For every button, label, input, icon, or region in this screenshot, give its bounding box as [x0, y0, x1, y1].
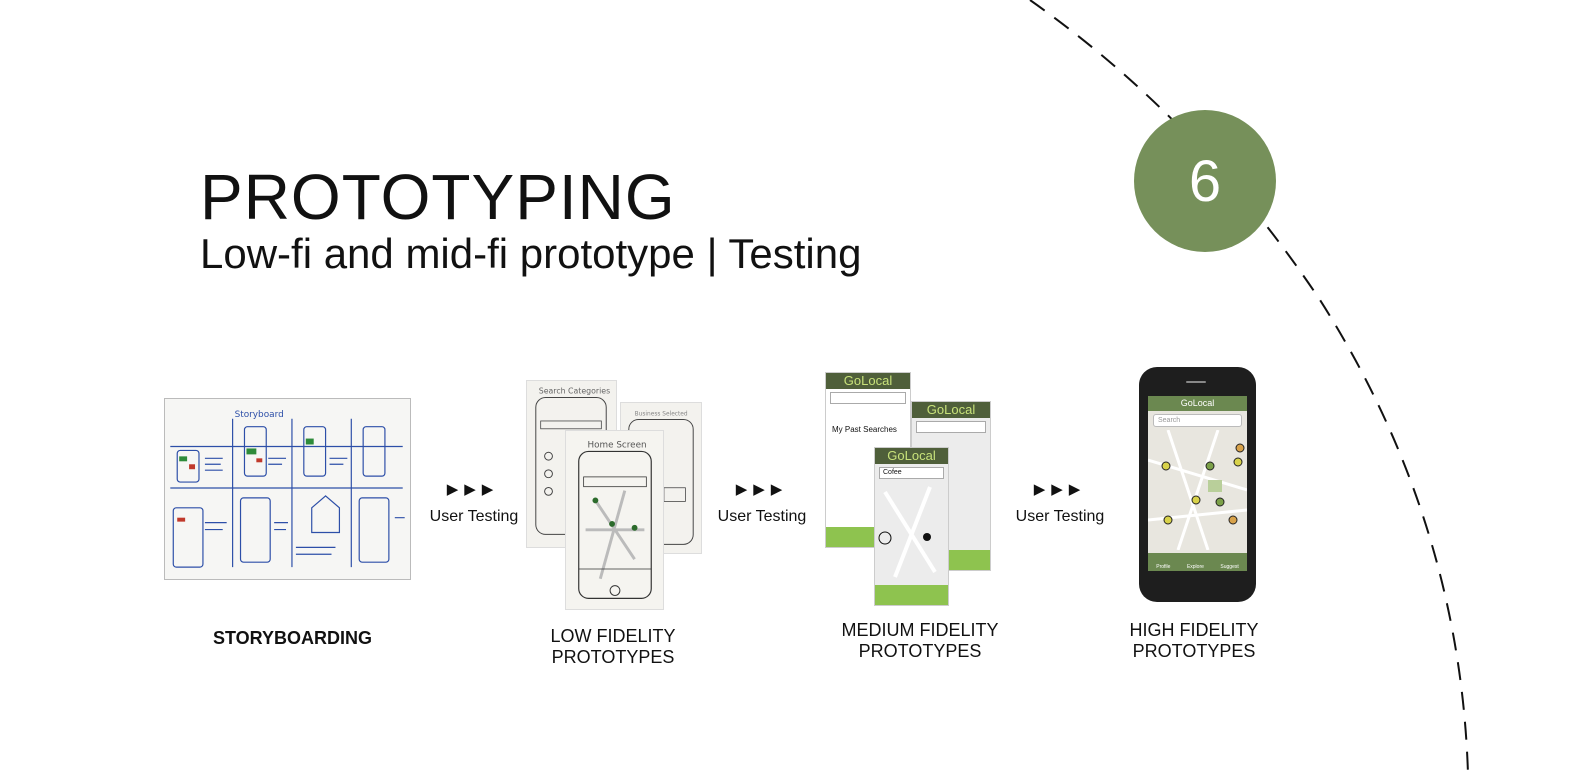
- mid-fi-search-field: [830, 392, 906, 404]
- page-subtitle: Low-fi and mid-fi prototype | Testing: [200, 230, 861, 278]
- phone-speaker: [1186, 381, 1206, 383]
- whiteboard-sketch: Storyboard: [165, 399, 410, 579]
- mid-fi-app-bar: GoLocal: [912, 402, 990, 418]
- map-pin-icon: [923, 533, 931, 541]
- tab-explore: Explore: [1187, 564, 1204, 571]
- transition-label-2: User Testing: [712, 508, 812, 526]
- step-number-badge: 6: [1134, 110, 1276, 252]
- transition-arrows-3: ▶▶▶: [1018, 480, 1102, 498]
- mid-fi-app-bar: GoLocal: [826, 373, 910, 389]
- stage-label-medium-fidelity: MEDIUM FIDELITY PROTOTYPES: [838, 620, 1002, 662]
- low-fi-back-left-caption: Search Categories: [539, 387, 610, 396]
- tab-profile: Profile: [1156, 564, 1170, 571]
- high-fi-screen: GoLocal Search Profile Explore Suggest: [1148, 396, 1247, 571]
- mid-fi-search-field: [916, 421, 986, 433]
- stage-label-line-2: PROTOTYPES: [838, 641, 1002, 662]
- transition-label-1: User Testing: [424, 508, 524, 526]
- mid-fi-app-bar: GoLocal: [875, 448, 948, 464]
- transition-label-3: User Testing: [1010, 508, 1110, 526]
- mid-fi-search-value: Cofee: [879, 467, 944, 479]
- stage-label-line-1: MEDIUM FIDELITY: [838, 620, 1002, 641]
- high-fi-app-bar: GoLocal: [1148, 396, 1247, 411]
- sketch-phone-outline: Home Screen: [566, 431, 663, 609]
- back-chevron-icon: [879, 532, 891, 544]
- tab-suggest: Suggest: [1220, 564, 1238, 571]
- page-title: PROTOTYPING: [200, 160, 676, 234]
- transition-arrows-1: ▶▶▶: [431, 480, 515, 498]
- low-fi-back-right-caption: Business Selected: [635, 412, 688, 418]
- high-fi-map: [1148, 430, 1247, 550]
- high-fi-phone: GoLocal Search Profile Explore Suggest: [1139, 367, 1256, 602]
- low-fi-front-caption: Home Screen: [588, 440, 647, 450]
- mid-fi-screen-search: GoLocal Cofee: [874, 447, 949, 606]
- stage-label-line-1: HIGH FIDELITY: [1122, 620, 1266, 641]
- stage-label-storyboarding: STORYBOARDING: [164, 628, 421, 649]
- transition-arrows-2: ▶▶▶: [720, 480, 804, 498]
- stage-label-line-2: PROTOTYPES: [536, 647, 690, 668]
- storyboard-image: Storyboard: [164, 398, 411, 580]
- mid-fi-map-pins: [875, 482, 949, 582]
- low-fi-sketch-front: Home Screen: [565, 430, 664, 610]
- high-fi-tab-bar: Profile Explore Suggest: [1148, 553, 1247, 571]
- mid-fi-section-title: My Past Searches: [826, 407, 910, 434]
- storyboard-heading: Storyboard: [235, 410, 284, 420]
- step-number: 6: [1189, 148, 1221, 215]
- mid-fi-tab-bar: [875, 585, 948, 605]
- stage-label-low-fidelity: LOW FIDELITY PROTOTYPES: [536, 626, 690, 668]
- stage-label-high-fidelity: HIGH FIDELITY PROTOTYPES: [1122, 620, 1266, 662]
- high-fi-search-input: Search: [1153, 414, 1242, 427]
- stage-label-line-2: PROTOTYPES: [1122, 641, 1266, 662]
- stage-label-line-1: LOW FIDELITY: [536, 626, 690, 647]
